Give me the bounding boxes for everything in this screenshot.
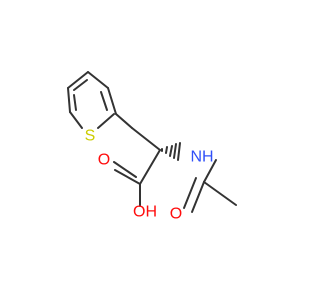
stereo-hash-bond [161,142,181,161]
sulfur-atom-label: S [85,128,96,145]
bond-ring-c3-c4-inner [73,79,88,91]
bond-ring-c5-s [69,111,83,129]
bond-amide-double-1 [191,181,205,213]
bond-ring-c5-c4-inner [73,94,77,111]
bond-nh-to-camide [203,159,217,183]
bond-calpha-to-ccooh [139,149,161,185]
bond-amide-double-2 [183,177,197,209]
bond-ring-c2-c2prime-outer [107,87,117,115]
atom-labels-layer: S NH O OH O [85,128,214,223]
bond-cooh-double-2 [113,161,137,178]
bond-ring-c3-c4-outer [67,71,89,89]
amide-oxygen-label: O [170,206,182,223]
bond-ring-c2-c2prime-inner [100,91,108,111]
bond-ring-s-c2 [97,113,115,129]
molecule-structure-diagram: S NH O OH O [67,71,237,223]
bond-ring-c4-c5 [67,87,71,113]
bond-ring-c2-c3 [87,71,109,89]
carboxyl-carbonyl-oxygen-label: O [98,152,110,169]
bond-ring-to-ch2 [115,113,133,129]
bond-ch2-to-calpha [131,127,161,151]
amine-nh-label: NH [190,149,213,166]
structure-canvas [67,71,237,213]
hydroxyl-oh-label: OH [133,204,157,221]
bond-camide-to-methyl [203,181,237,206]
bond-cooh-double-1 [114,169,141,185]
